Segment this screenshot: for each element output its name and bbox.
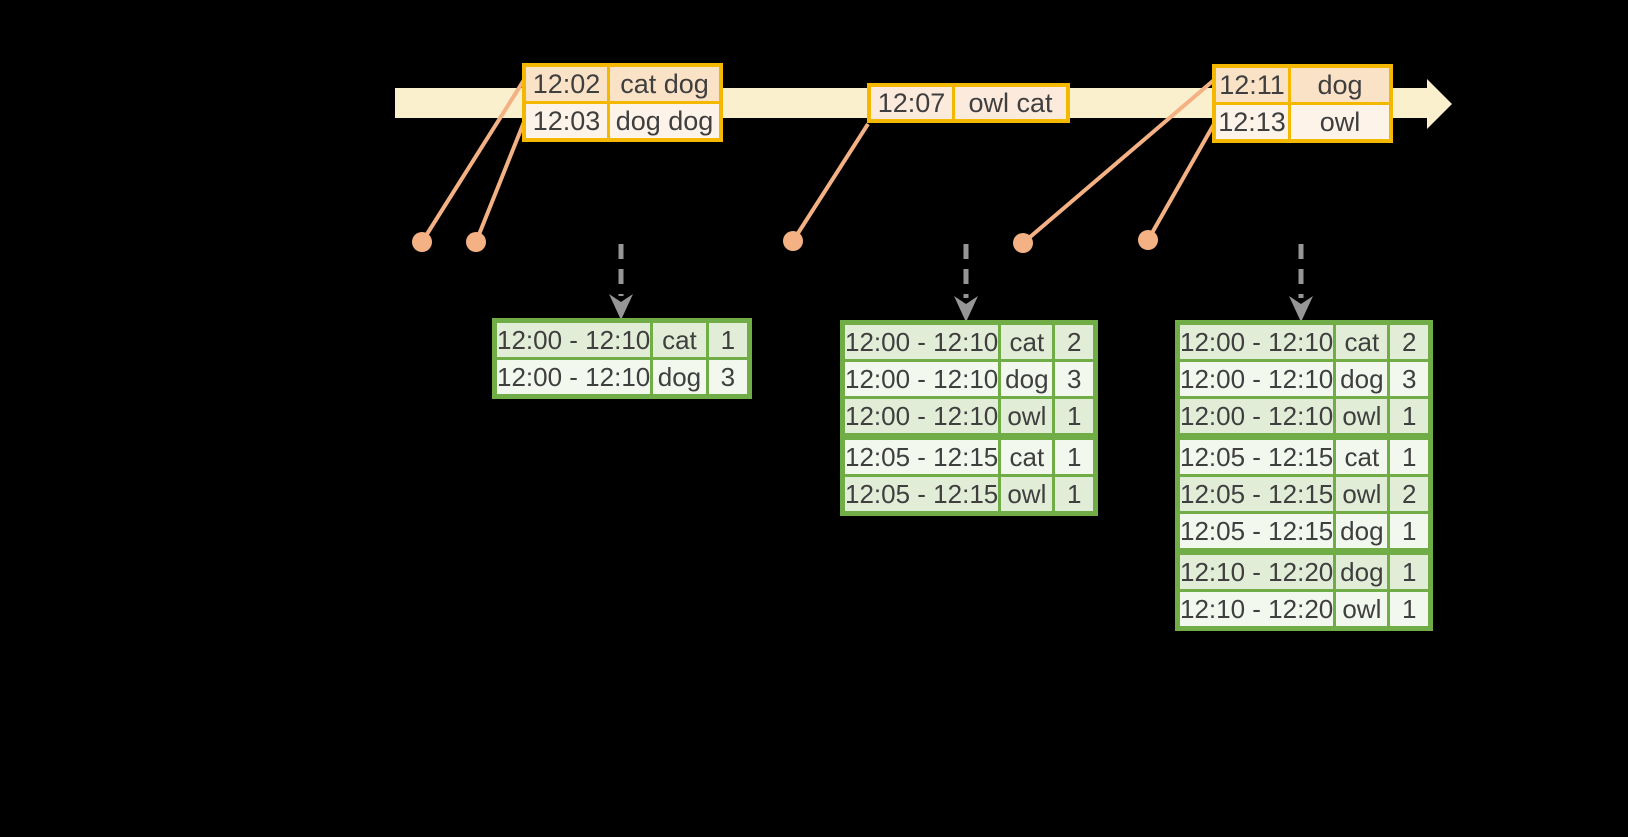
window-range: 12:05 - 12:15 [1180, 440, 1334, 474]
window-range: 12:00 - 12:10 [1180, 362, 1334, 396]
event-time: 12:03 [526, 104, 607, 138]
event-dot [412, 232, 432, 252]
count-value: 1 [1390, 555, 1428, 589]
word-value: dog [1336, 555, 1388, 589]
window-range: 12:05 - 12:15 [845, 440, 999, 474]
count-value: 1 [1390, 592, 1428, 626]
result-row: 12:00 - 12:10 dog 3 [1180, 362, 1428, 396]
count-value: 1 [1390, 440, 1428, 474]
event-time: 12:11 [1216, 68, 1288, 102]
result-row: 12:00 - 12:10 dog 3 [845, 362, 1093, 396]
count-value: 2 [1055, 325, 1093, 359]
count-value: 3 [1055, 362, 1093, 396]
event-dot [783, 231, 803, 251]
connector-line [420, 78, 526, 244]
event-words: dog dog [610, 104, 719, 138]
word-value: cat [1001, 325, 1053, 359]
result-row: 12:05 - 12:15 owl 1 [845, 477, 1093, 511]
count-value: 2 [1390, 477, 1428, 511]
event-dot [1138, 230, 1158, 250]
trigger-arrow-icon [1289, 244, 1313, 322]
event-words: cat dog [610, 67, 719, 101]
event-table-3: 12:11 dog 12:13 owl [1212, 64, 1393, 143]
word-value: cat [1336, 440, 1388, 474]
word-value: owl [1001, 399, 1053, 433]
result-row: 12:05 - 12:15 cat 1 [1180, 440, 1428, 474]
count-value: 1 [1055, 477, 1093, 511]
word-value: owl [1336, 477, 1388, 511]
window-range: 12:00 - 12:10 [845, 399, 999, 433]
window-range: 12:05 - 12:15 [1180, 514, 1334, 548]
window-range: 12:00 - 12:10 [497, 323, 651, 357]
word-value: owl [1001, 477, 1053, 511]
word-value: dog [1336, 514, 1388, 548]
event-row: 12:13 owl [1216, 105, 1389, 139]
result-row: 12:00 - 12:10 owl 1 [845, 399, 1093, 433]
result-row: 12:10 - 12:20 owl 1 [1180, 592, 1428, 626]
count-value: 1 [708, 323, 747, 357]
count-value: 3 [708, 360, 747, 394]
window-range: 12:10 - 12:20 [1180, 555, 1334, 589]
count-value: 2 [1390, 325, 1428, 359]
connector-line [1146, 123, 1216, 241]
window-range: 12:00 - 12:10 [845, 362, 999, 396]
window-range: 12:00 - 12:10 [845, 325, 999, 359]
event-time: 12:02 [526, 67, 607, 101]
word-value: cat [1001, 440, 1053, 474]
connector-line [791, 122, 870, 243]
event-words: owl cat [955, 87, 1066, 119]
result-table-2: 12:00 - 12:10 cat 2 12:00 - 12:10 dog 3 … [840, 320, 1098, 516]
word-value: cat [1336, 325, 1388, 359]
event-words: owl [1291, 105, 1389, 139]
window-range: 12:05 - 12:15 [845, 477, 999, 511]
connector-line [1021, 78, 1216, 245]
count-value: 1 [1055, 440, 1093, 474]
result-row: 12:00 - 12:10 cat 2 [845, 325, 1093, 359]
event-row: 12:02 cat dog [526, 67, 719, 101]
window-range: 12:00 - 12:10 [1180, 399, 1334, 433]
word-value: owl [1336, 592, 1388, 626]
count-value: 3 [1390, 362, 1428, 396]
result-row: 12:00 - 12:10 owl 1 [1180, 399, 1428, 433]
trigger-arrow-icon [954, 244, 978, 322]
count-value: 1 [1055, 399, 1093, 433]
timeline-arrowhead-icon [1427, 79, 1452, 129]
result-row: 12:05 - 12:15 dog 1 [1180, 514, 1428, 548]
event-row: 12:03 dog dog [526, 104, 719, 138]
event-row: 12:11 dog [1216, 68, 1389, 102]
result-row: 12:00 - 12:10 cat 1 [497, 323, 747, 357]
word-value: dog [1001, 362, 1053, 396]
word-value: owl [1336, 399, 1388, 433]
event-dot [466, 232, 486, 252]
count-value: 1 [1390, 514, 1428, 548]
count-value: 1 [1390, 399, 1428, 433]
window-range: 12:05 - 12:15 [1180, 477, 1334, 511]
event-time: 12:07 [871, 87, 952, 119]
event-row: 12:07 owl cat [871, 87, 1066, 119]
event-table-2: 12:07 owl cat [867, 83, 1070, 123]
word-value: cat [653, 323, 706, 357]
event-dot [1013, 233, 1033, 253]
window-range: 12:10 - 12:20 [1180, 592, 1334, 626]
result-row: 12:10 - 12:20 dog 1 [1180, 555, 1428, 589]
word-value: dog [1336, 362, 1388, 396]
window-range: 12:00 - 12:10 [497, 360, 651, 394]
word-value: dog [653, 360, 706, 394]
event-words: dog [1291, 68, 1389, 102]
result-table-1: 12:00 - 12:10 cat 1 12:00 - 12:10 dog 3 [492, 318, 752, 399]
event-time: 12:13 [1216, 105, 1288, 139]
result-row: 12:00 - 12:10 dog 3 [497, 360, 747, 394]
result-row: 12:05 - 12:15 owl 2 [1180, 477, 1428, 511]
result-row: 12:05 - 12:15 cat 1 [845, 440, 1093, 474]
result-row: 12:00 - 12:10 cat 2 [1180, 325, 1428, 359]
result-table-3: 12:00 - 12:10 cat 2 12:00 - 12:10 dog 3 … [1175, 320, 1433, 631]
event-table-1: 12:02 cat dog 12:03 dog dog [522, 63, 723, 142]
connector-line [474, 121, 526, 243]
trigger-arrow-icon [609, 244, 633, 320]
window-range: 12:00 - 12:10 [1180, 325, 1334, 359]
